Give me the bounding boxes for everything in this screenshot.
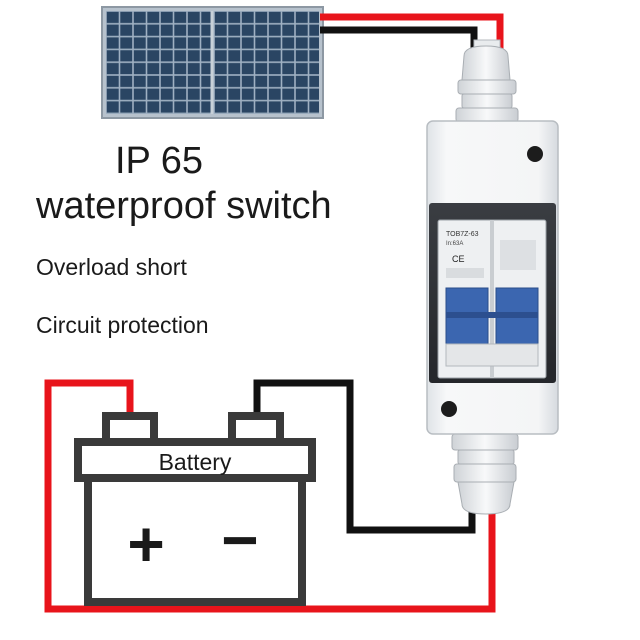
top-cable-gland (455, 39, 519, 123)
panel-negative-wire (320, 26, 478, 52)
feature-circuit: Circuit protection (36, 312, 209, 338)
switch-enclosure: TOB7Z-63 In:63A CE (426, 120, 559, 435)
battery-body (84, 474, 306, 606)
title-line-1: IP 65 (115, 140, 204, 182)
breaker-model: TOB7Z-63 (446, 231, 479, 238)
solar-panel (101, 6, 324, 119)
feature-overload: Overload short (36, 254, 187, 280)
battery-minus-sign: − (221, 504, 258, 576)
breaker-rating: In:63A (446, 241, 463, 247)
title-line-2: waterproof switch (36, 185, 332, 227)
battery-negative-wire (253, 379, 476, 534)
battery-positive-wire (44, 379, 496, 613)
battery-label: Battery (159, 449, 232, 475)
screw-bottom (441, 401, 457, 417)
screw-top (527, 146, 543, 162)
battery-icon (74, 412, 316, 606)
bottom-cable-gland (451, 433, 519, 515)
battery-plus-sign: + (127, 508, 164, 580)
ce-mark: CE (452, 254, 465, 264)
battery-positive-terminal (102, 412, 158, 446)
